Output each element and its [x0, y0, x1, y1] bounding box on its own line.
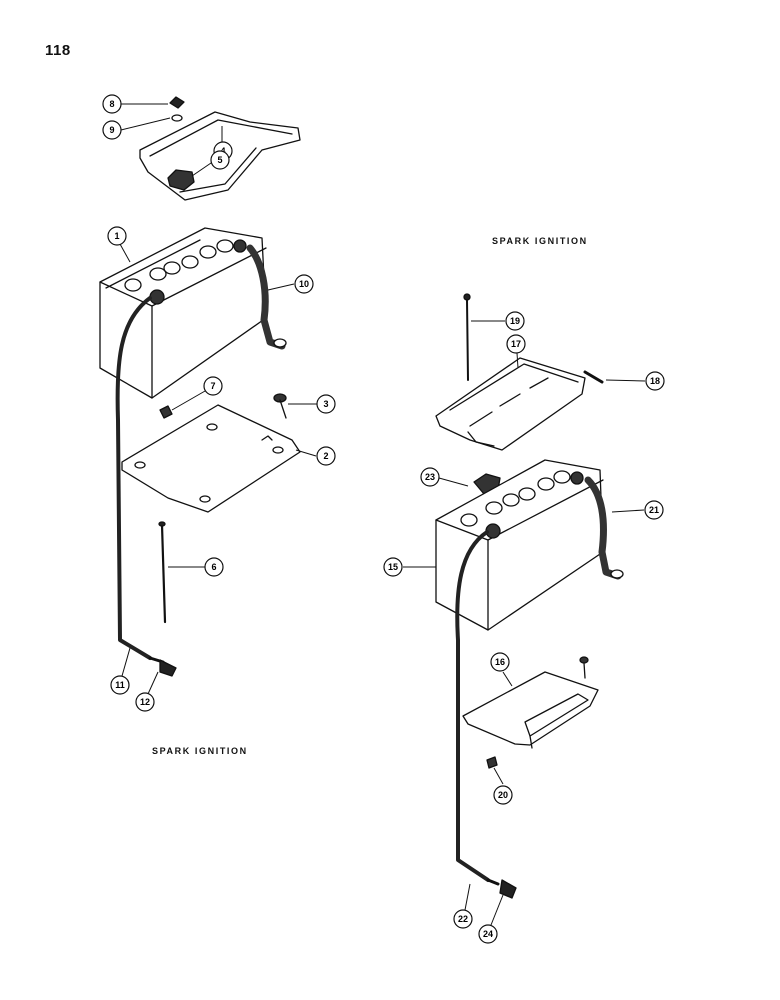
terminal-cover	[167, 169, 195, 191]
callout-10: 10	[294, 274, 314, 294]
callout-2-label: 2	[323, 451, 328, 461]
callout-1: 1	[107, 226, 127, 246]
terminal-clamp-left	[159, 659, 177, 677]
caption-spark-ignition-left: SPARK IGNITION	[152, 746, 248, 756]
callout-19-label: 19	[510, 316, 520, 326]
callout-17: 17	[506, 334, 526, 354]
hold-down-rod-right	[463, 293, 471, 381]
callout-23: 23	[420, 467, 440, 487]
callout-18-label: 18	[650, 376, 660, 386]
callout-11-label: 11	[115, 680, 125, 690]
callout-8: 8	[102, 94, 122, 114]
callout-19: 19	[505, 311, 525, 331]
callout-2: 2	[316, 446, 336, 466]
callout-18: 18	[645, 371, 665, 391]
wing-nut	[169, 96, 185, 109]
callout-7: 7	[203, 376, 223, 396]
callout-3-label: 3	[323, 399, 328, 409]
callout-15-label: 15	[388, 562, 398, 572]
battery-left	[99, 227, 267, 399]
nut-left	[159, 405, 173, 419]
bolt-right	[579, 656, 589, 679]
callout-22: 22	[453, 909, 473, 929]
callout-12: 12	[135, 692, 155, 712]
callout-22-label: 22	[458, 914, 468, 924]
callout-11: 11	[110, 675, 130, 695]
callout-6-label: 6	[211, 562, 216, 572]
washer	[171, 114, 183, 122]
terminal-clamp-right	[499, 879, 517, 899]
callout-6: 6	[204, 557, 224, 577]
callout-21: 21	[644, 500, 664, 520]
callout-1-label: 1	[114, 231, 119, 241]
nut-right	[486, 756, 498, 769]
callout-10-label: 10	[299, 279, 309, 289]
hold-down-frame	[139, 111, 301, 201]
caption-spark-ignition-right: SPARK IGNITION	[492, 236, 588, 246]
hold-down-clamp-right	[435, 357, 586, 451]
callout-16-label: 16	[495, 657, 505, 667]
callout-9: 9	[102, 120, 122, 140]
ground-strap-left	[246, 244, 287, 350]
bolt-left	[273, 393, 287, 419]
callout-20-label: 20	[498, 790, 508, 800]
callout-15: 15	[383, 557, 403, 577]
callout-24: 24	[478, 924, 498, 944]
callout-5: 5	[210, 150, 230, 170]
callout-24-label: 24	[483, 929, 493, 939]
battery-right	[435, 459, 604, 631]
hold-down-rod-left	[158, 521, 167, 624]
callout-12-label: 12	[140, 697, 150, 707]
callout-7-label: 7	[210, 381, 215, 391]
callout-8-label: 8	[109, 99, 114, 109]
battery-tray-left	[121, 404, 301, 513]
callout-17-label: 17	[511, 339, 521, 349]
battery-tray-right	[462, 671, 599, 749]
callout-5-label: 5	[217, 155, 222, 165]
ground-strap-right	[584, 476, 624, 580]
page-number: 118	[45, 42, 71, 59]
callout-20: 20	[493, 785, 513, 805]
callout-21-label: 21	[649, 505, 659, 515]
spring-clip	[583, 370, 604, 384]
callout-9-label: 9	[109, 125, 114, 135]
callout-23-label: 23	[425, 472, 435, 482]
callout-3: 3	[316, 394, 336, 414]
callout-16: 16	[490, 652, 510, 672]
cable-right	[455, 530, 500, 886]
